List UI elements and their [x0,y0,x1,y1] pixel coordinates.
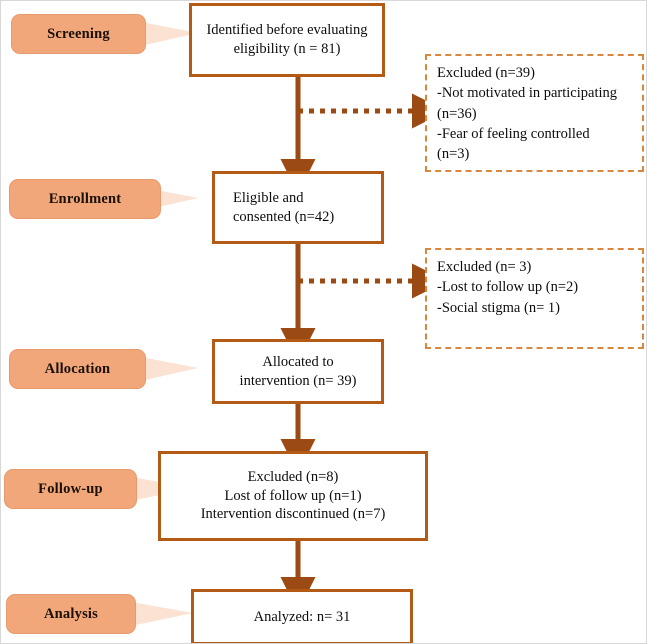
node-identified[interactable]: Identified before evaluating eligibility… [189,3,385,77]
node-allocated[interactable]: Allocated to intervention (n= 39) [212,339,384,404]
node-followup-excluded[interactable]: Excluded (n=8) Lost of follow up (n=1) I… [158,451,428,541]
stage-tag-allocation[interactable]: Allocation [9,349,146,389]
excl-box-enrollment[interactable]: Excluded (n= 3) -Lost to follow up (n=2)… [425,248,644,349]
node-eligible-consented[interactable]: Eligible and consented (n=42) [212,171,384,244]
node-analyzed[interactable]: Analyzed: n= 31 [191,589,413,643]
node-identified-text: Identified before evaluating eligibility… [206,22,368,57]
stage-label-followup: Follow-up [38,480,103,497]
excl-box-screening-text: Excluded (n=39) -Not motivated in partic… [437,65,617,163]
node-analyzed-text: Analyzed: n= 31 [253,608,351,625]
stage-label-screening: Screening [47,25,110,42]
stage-tag-enrollment[interactable]: Enrollment [9,179,161,219]
stage-label-allocation: Allocation [44,360,111,377]
excl-box-enrollment-text: Excluded (n= 3) -Lost to follow up (n=2)… [437,259,579,316]
stage-label-enrollment: Enrollment [48,190,122,207]
node-eligible-consented-text: Eligible and consented (n=42) [233,189,335,225]
allocation-tag-tail [136,352,206,386]
stage-label-analysis: Analysis [44,605,98,622]
analysis-tag-tail [126,597,201,631]
stage-tag-followup[interactable]: Follow-up [4,469,137,509]
node-allocated-text: Allocated to intervention (n= 39) [239,353,357,389]
node-followup-excluded-text: Excluded (n=8) Lost of follow up (n=1) I… [200,468,386,523]
stage-tag-screening[interactable]: Screening [11,14,146,54]
stage-tag-analysis[interactable]: Analysis [6,594,136,634]
excl-box-screening[interactable]: Excluded (n=39) -Not motivated in partic… [425,54,644,172]
